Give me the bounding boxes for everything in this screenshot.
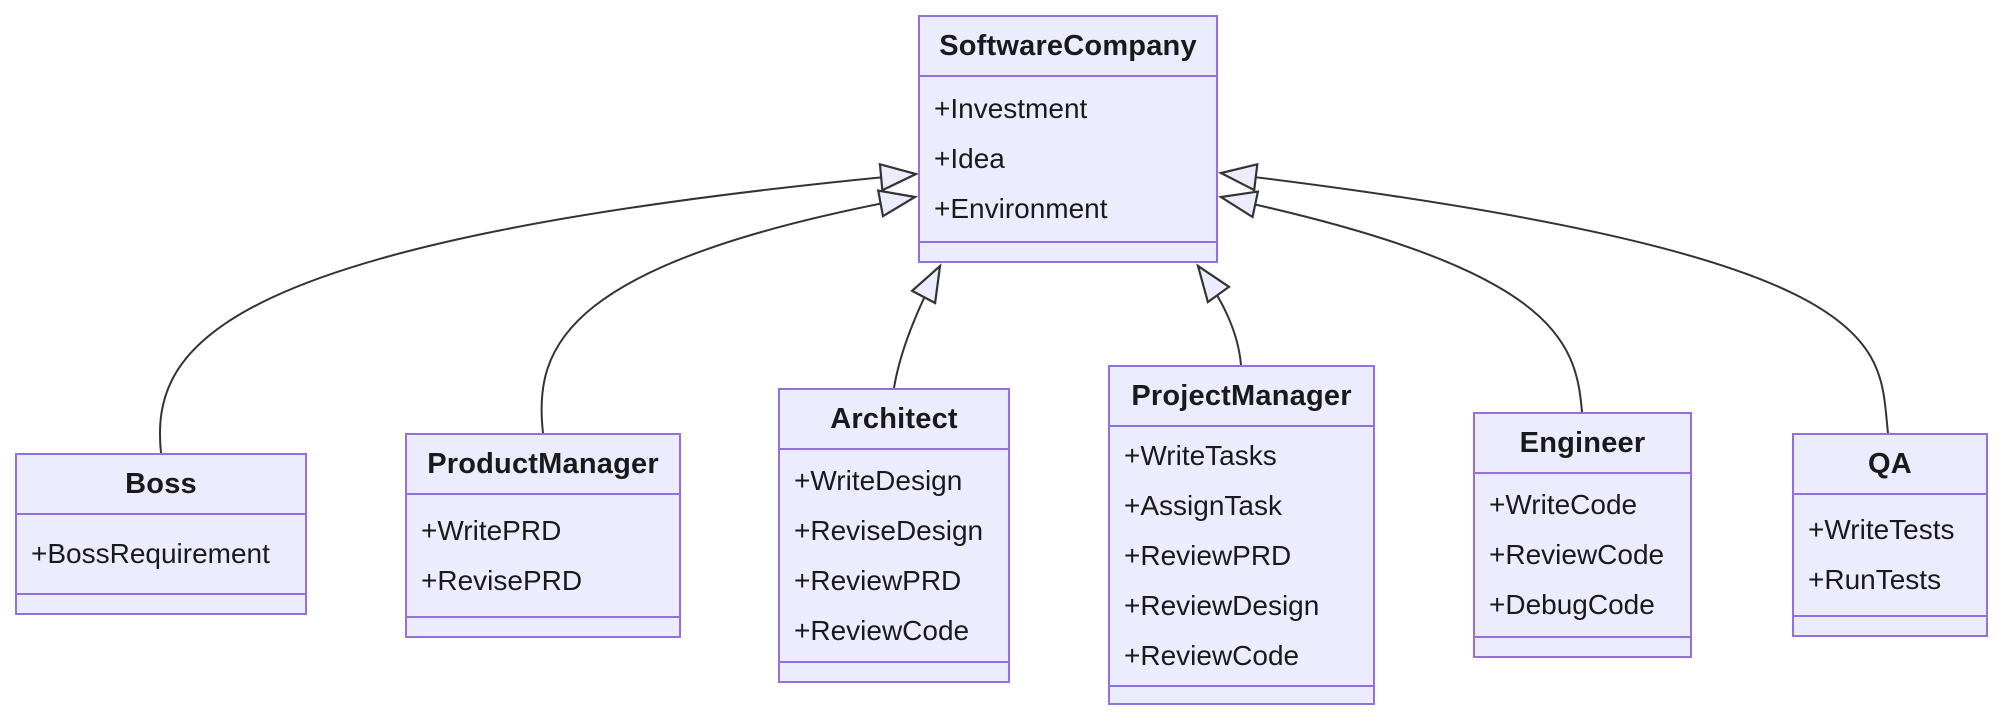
class-member: +DebugCode <box>1489 589 1655 620</box>
edge-qa-to-softwarecompany <box>1221 173 1889 434</box>
class-member: +Idea <box>934 143 1005 174</box>
class-member: +BossRequirement <box>31 538 270 569</box>
class-methods-empty <box>407 618 679 636</box>
class-member: +Environment <box>934 193 1108 224</box>
class-title: Architect <box>780 390 1008 450</box>
class-methods-empty <box>780 663 1008 681</box>
class-title: ProjectManager <box>1110 367 1373 427</box>
class-box-engineer: Engineer +WriteCode +ReviewCode +DebugCo… <box>1473 412 1692 658</box>
class-members: +WriteTests +RunTests <box>1794 495 1986 617</box>
class-member: +ReviewPRD <box>794 564 962 596</box>
class-title: SoftwareCompany <box>920 17 1216 77</box>
edge-productmanager-to-softwarecompany <box>540 197 915 434</box>
class-members: +BossRequirement <box>17 515 305 595</box>
edge-engineer-to-softwarecompany <box>1221 197 1583 413</box>
class-members: +WriteDesign +ReviseDesign +ReviewPRD +R… <box>780 450 1008 663</box>
class-members: +WriteTasks +AssignTask +ReviewPRD +Revi… <box>1110 427 1373 687</box>
class-member: +ReviewDesign <box>1124 590 1320 621</box>
class-member: +RevisePRD <box>421 564 583 596</box>
class-member: +Investment <box>934 93 1088 124</box>
class-member: +WriteTasks <box>1124 440 1277 471</box>
class-box-productmanager: ProductManager +WritePRD +RevisePRD <box>405 433 681 638</box>
class-methods-empty <box>1110 687 1373 705</box>
edge-boss-to-softwarecompany <box>158 174 916 454</box>
class-member: +ReviseDesign <box>794 514 984 546</box>
class-methods-empty <box>17 595 305 613</box>
class-member: +WritePRD <box>421 514 562 546</box>
class-member: +ReviewCode <box>1124 640 1300 671</box>
class-title: Engineer <box>1475 414 1690 474</box>
class-member: +WriteDesign <box>794 464 963 496</box>
class-box-boss: Boss +BossRequirement <box>15 453 307 615</box>
class-member: +WriteCode <box>1489 489 1638 520</box>
class-methods-empty <box>1794 617 1986 635</box>
class-methods-empty <box>920 243 1216 261</box>
class-members: +WriteCode +ReviewCode +DebugCode <box>1475 474 1690 638</box>
class-title: ProductManager <box>407 435 679 495</box>
edge-architect-to-softwarecompany <box>893 266 940 389</box>
class-members: +Investment +Idea +Environment <box>920 77 1216 243</box>
class-member: +WriteTests <box>1808 514 1955 545</box>
class-title: Boss <box>17 455 305 515</box>
class-box-softwarecompany: SoftwareCompany +Investment +Idea +Envir… <box>918 15 1218 263</box>
class-methods-empty <box>1475 638 1690 656</box>
class-member: +ReviewPRD <box>1124 540 1292 571</box>
class-member: +RunTests <box>1808 564 1942 595</box>
class-box-qa: QA +WriteTests +RunTests <box>1792 433 1988 637</box>
class-member: +ReviewCode <box>794 614 970 646</box>
class-member: +ReviewCode <box>1489 539 1665 570</box>
class-box-projectmanager: ProjectManager +WriteTasks +AssignTask +… <box>1108 365 1375 705</box>
class-box-architect: Architect +WriteDesign +ReviseDesign +Re… <box>778 388 1010 683</box>
class-members: +WritePRD +RevisePRD <box>407 495 679 618</box>
class-title: QA <box>1794 435 1986 495</box>
class-member: +AssignTask <box>1124 490 1282 521</box>
edge-projectmanager-to-softwarecompany <box>1198 266 1242 366</box>
